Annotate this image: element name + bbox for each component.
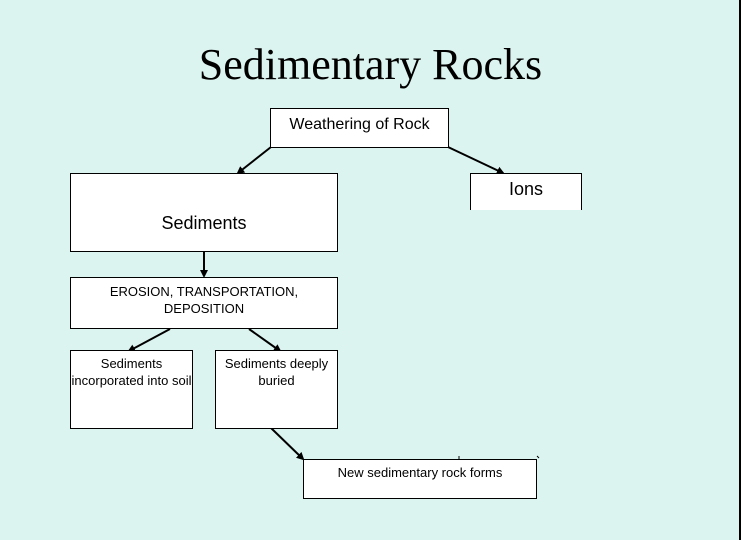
- tick-mark: [536, 455, 540, 459]
- node-ions: Ions: [470, 173, 582, 210]
- arrow-erosion-to-buried: [248, 328, 282, 353]
- node-weathering-of-rock: Weathering of Rock: [270, 108, 449, 148]
- node-sediments: Sediments: [70, 173, 338, 252]
- slide-right-edge: [739, 0, 741, 540]
- arrow-buried-to-new-rock: [270, 427, 305, 461]
- node-new-sedimentary-rock-forms: New sedimentary rock forms: [303, 459, 537, 499]
- arrow-weathering-to-sediments: [236, 146, 272, 175]
- slide-title: Sedimentary Rocks: [198, 40, 543, 89]
- node-erosion-transportation-deposition: EROSION, TRANSPORTATION, DEPOSITION: [70, 277, 338, 329]
- arrow-weathering-to-ions: [447, 146, 505, 175]
- node-sediments-deeply-buried: Sediments deeply buried: [215, 350, 338, 429]
- node-sediments-incorporated-into-soil: Sediments incorporated into soil: [70, 350, 193, 429]
- arrow-erosion-to-soil: [127, 328, 171, 352]
